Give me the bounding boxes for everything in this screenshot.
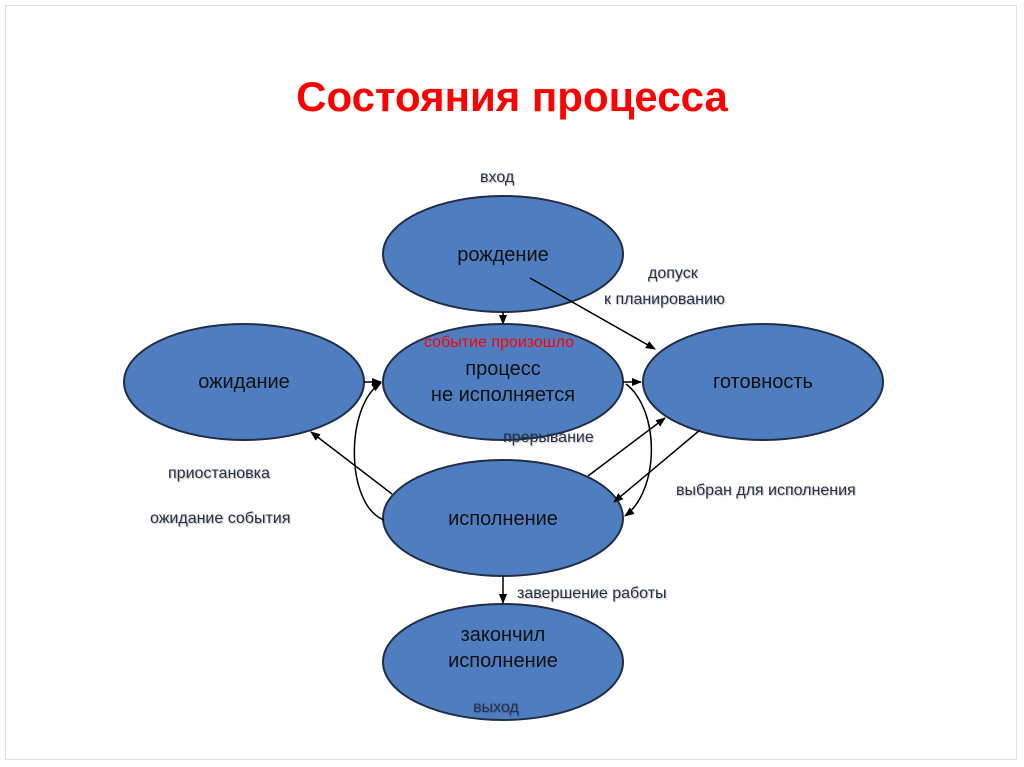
node-waiting-label: ожидание: [198, 371, 290, 393]
node-not-running-line1: процесс: [465, 358, 541, 380]
node-finished: [382, 603, 624, 721]
slide-title: Состояния процесса: [296, 73, 728, 120]
node-finished-label: закончил исполнение: [403, 622, 603, 674]
node-not-running-line2: не исполняется: [430, 384, 576, 406]
arrow-birth-to-ready: [529, 277, 656, 350]
label-exit: выход: [473, 699, 519, 716]
arrow-not-running-to-running-curve: [624, 383, 653, 517]
arrow-running-to-ready: [587, 417, 666, 477]
node-running-label: исполнение: [448, 508, 558, 530]
arrow-ready-to-running: [613, 429, 701, 503]
node-finished-line2: исполнение: [448, 650, 558, 672]
label-admit-line2: к планированию: [604, 291, 725, 308]
arrow-running-to-not-running-curve: [353, 382, 385, 521]
label-dispatch: выбран для исполнения: [676, 482, 856, 499]
node-ready-label: готовность: [713, 371, 813, 393]
node-ready: [642, 323, 884, 441]
label-suspend: приостановка: [168, 465, 270, 482]
node-finished-line1: закончил: [460, 624, 546, 646]
label-exit-transition: завершение работы: [517, 585, 667, 602]
node-birth-label: рождение: [457, 244, 549, 266]
label-wait-event: ожидание события: [150, 510, 291, 527]
slide-frame: [5, 5, 1017, 760]
label-admit-line1: допуск: [648, 265, 698, 282]
label-entry: вход: [480, 169, 515, 186]
arrow-running-to-waiting: [310, 431, 393, 495]
label-event-occurred: событие произошло: [424, 334, 575, 351]
node-not-running-label: процесс не исполняется: [403, 356, 603, 408]
label-interrupt: прерывание: [503, 429, 594, 446]
